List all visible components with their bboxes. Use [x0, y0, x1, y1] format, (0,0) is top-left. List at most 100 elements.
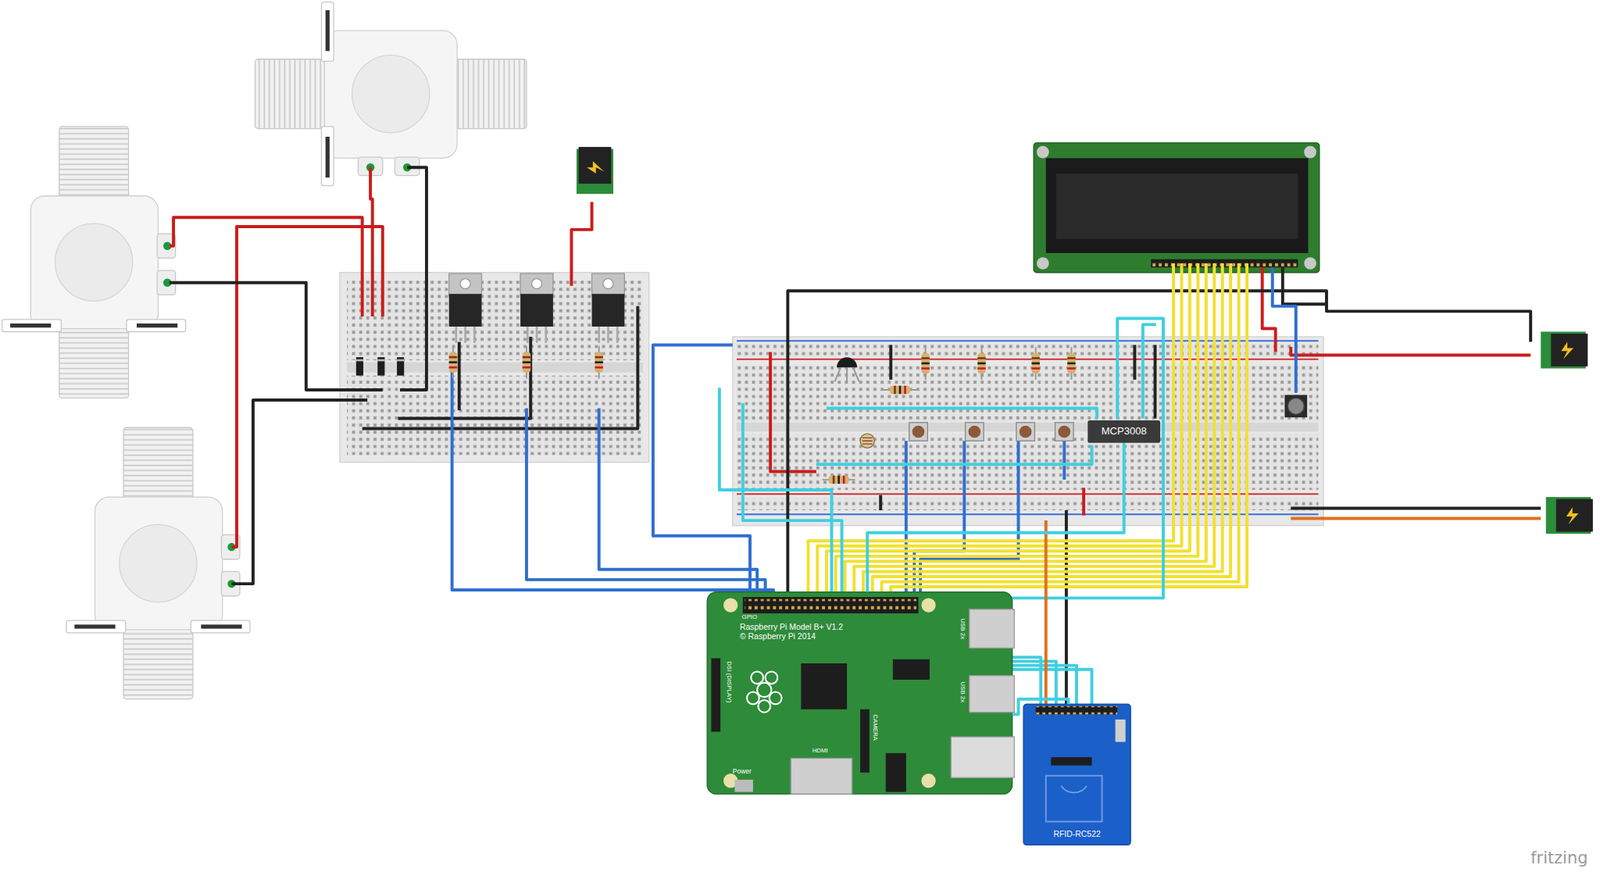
- watermark: fritzing: [1530, 849, 1588, 868]
- mosfet-symbol: [520, 273, 554, 343]
- wire: [890, 263, 1247, 606]
- wire: [816, 444, 1093, 465]
- wire: [1290, 506, 1541, 510]
- wire: [169, 167, 1531, 547]
- raspberry-pi-board: [744, 599, 916, 612]
- wire: [457, 342, 461, 411]
- power-jack: [1540, 331, 1588, 368]
- raspberry-pi-board: [710, 657, 721, 732]
- lcd-display: [1036, 257, 1050, 270]
- pin-header-label: GPIO: [742, 613, 758, 621]
- wire: [1290, 517, 1541, 521]
- diode-symbol: [377, 357, 385, 376]
- wire: [1272, 267, 1297, 393]
- transistor-symbol: [846, 367, 848, 382]
- transistor-symbol: [836, 357, 858, 368]
- diode-symbol: [356, 359, 364, 362]
- wire: [1062, 440, 1066, 480]
- node-label: MCP3008: [1101, 425, 1147, 438]
- wire: [826, 407, 1097, 418]
- resistor-symbol: [522, 346, 531, 379]
- wire-connector: [1012, 699, 1069, 715]
- mosfet-symbol: [592, 273, 625, 343]
- lcd-display: [1056, 173, 1299, 240]
- resistor-symbol: [977, 346, 986, 380]
- raspberry-pi-board: [750, 671, 764, 684]
- wire: [1044, 520, 1048, 704]
- breadboard: [732, 336, 1324, 526]
- node-label: © Raspberry Pi 2014: [739, 632, 816, 642]
- push-button: [1055, 422, 1075, 442]
- raspberry-pi-board: [950, 736, 1015, 778]
- wire: [835, 263, 1199, 606]
- wire: [770, 352, 817, 472]
- wire: [1142, 324, 1157, 418]
- raspberry-pi-board: [707, 592, 1015, 795]
- mosfet-symbol: [449, 273, 483, 343]
- wire: [1153, 344, 1158, 418]
- wire: [807, 263, 1174, 606]
- wire-connector: [867, 442, 1124, 593]
- resistor-symbol: [1067, 346, 1075, 380]
- resistor-symbol: [921, 346, 929, 380]
- breadboard: [339, 272, 650, 463]
- wire: [826, 263, 1190, 606]
- wire: [1290, 346, 1531, 355]
- raspberry-pi-board: [734, 779, 754, 793]
- raspberry-pi-board: [746, 671, 782, 712]
- raspberry-pi-board: [800, 663, 847, 710]
- wire: [397, 336, 531, 418]
- wire: [817, 263, 1182, 606]
- wire: [863, 263, 1223, 606]
- raspberry-pi-board: [769, 692, 783, 705]
- rfid-module: [1046, 775, 1103, 822]
- wire: [653, 344, 750, 605]
- power-jack: [1546, 496, 1593, 534]
- solenoid-valve: [66, 427, 250, 699]
- node-label: Raspberry Pi Model B+ V1.2: [739, 622, 843, 633]
- raspberry-pi-board: [892, 659, 930, 680]
- potentiometer-symbol: [1284, 394, 1308, 418]
- wire: [742, 403, 843, 606]
- potentiometer-symbol: [1287, 397, 1304, 415]
- wire: [169, 282, 383, 390]
- wire: [881, 263, 1239, 606]
- raspberry-pi-board: [757, 700, 771, 713]
- resistor-symbol: [594, 346, 603, 379]
- wire: [889, 344, 893, 379]
- resistor-symbol: [883, 385, 917, 394]
- wire: [571, 202, 592, 286]
- wire: [853, 263, 1215, 606]
- port-label: Power: [732, 767, 752, 775]
- wire: [923, 318, 1164, 606]
- raspberry-pi-board: [757, 682, 772, 697]
- raspberry-pi-board: [921, 597, 936, 612]
- photoresistor-symbol: [862, 437, 873, 444]
- wire: [452, 369, 774, 606]
- wire: [370, 167, 373, 317]
- wire: [526, 407, 766, 605]
- lcd-display: [1033, 142, 1320, 273]
- diode-symbol: [356, 357, 364, 376]
- diode-symbol: [356, 357, 404, 376]
- rfid-module: [1023, 703, 1131, 845]
- wire: [1046, 518, 1541, 705]
- transistor-symbol: [834, 367, 841, 382]
- wire: [231, 400, 368, 584]
- port-label: USB 2x: [959, 618, 967, 640]
- push-button: [1016, 422, 1036, 442]
- wire: [1132, 344, 1136, 379]
- push-button: [909, 422, 929, 442]
- raspberry-pi-board: [742, 596, 919, 614]
- port-label: USB 2x: [959, 681, 967, 703]
- lcd-display: [1033, 142, 1320, 273]
- resistor-symbol: [449, 346, 1076, 484]
- wire: [878, 494, 883, 511]
- photoresistor-symbol: [860, 433, 875, 448]
- rfid-module: [1023, 703, 1131, 845]
- raspberry-pi-board: [723, 597, 738, 612]
- wire: [844, 263, 1206, 606]
